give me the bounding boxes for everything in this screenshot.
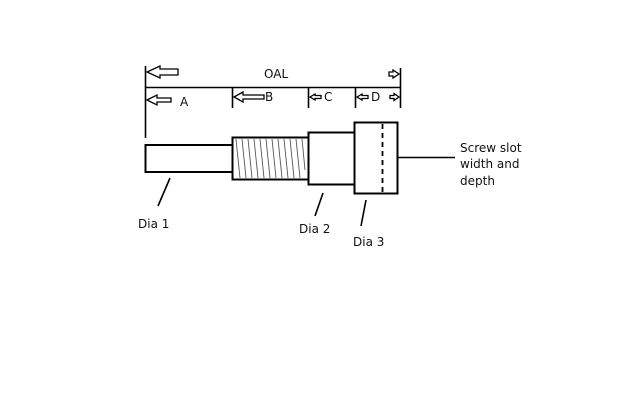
oal-label: OAL [264,67,288,81]
thread-hatching [235,138,306,179]
dim-d-label: D [371,90,380,104]
a-left-arrow-icon [145,93,172,107]
arrows [145,64,401,107]
dia1-leader [157,177,171,207]
dia3-leader [360,199,367,227]
dia1-label: Dia 1 [138,217,169,231]
shoulder-dia2 [307,131,356,186]
dim-c-label: C [324,90,332,104]
leader-lines [157,156,455,227]
slot-label-line2: width and [460,157,519,171]
dimension-lines [144,66,402,138]
dim-b-label: B [265,90,273,104]
screw-body [144,121,399,195]
dia2-leader [314,192,324,217]
slot-label-line1: Screw slot [460,141,522,155]
dim-a-label: A [180,95,189,109]
b-left-arrow-icon [232,90,265,104]
head-dia3 [353,121,399,195]
oal-left-arrow-icon [145,64,179,80]
d-left-arrow-icon [355,92,369,102]
shank-dia1 [144,144,234,173]
slot-label-line3: depth [460,174,495,188]
oal-right-arrow-icon [388,68,401,80]
d-right-arrow-icon [389,92,401,102]
c-left-arrow-icon [308,92,322,102]
dia2-label: Dia 2 [299,222,330,236]
dia3-label: Dia 3 [353,235,384,249]
